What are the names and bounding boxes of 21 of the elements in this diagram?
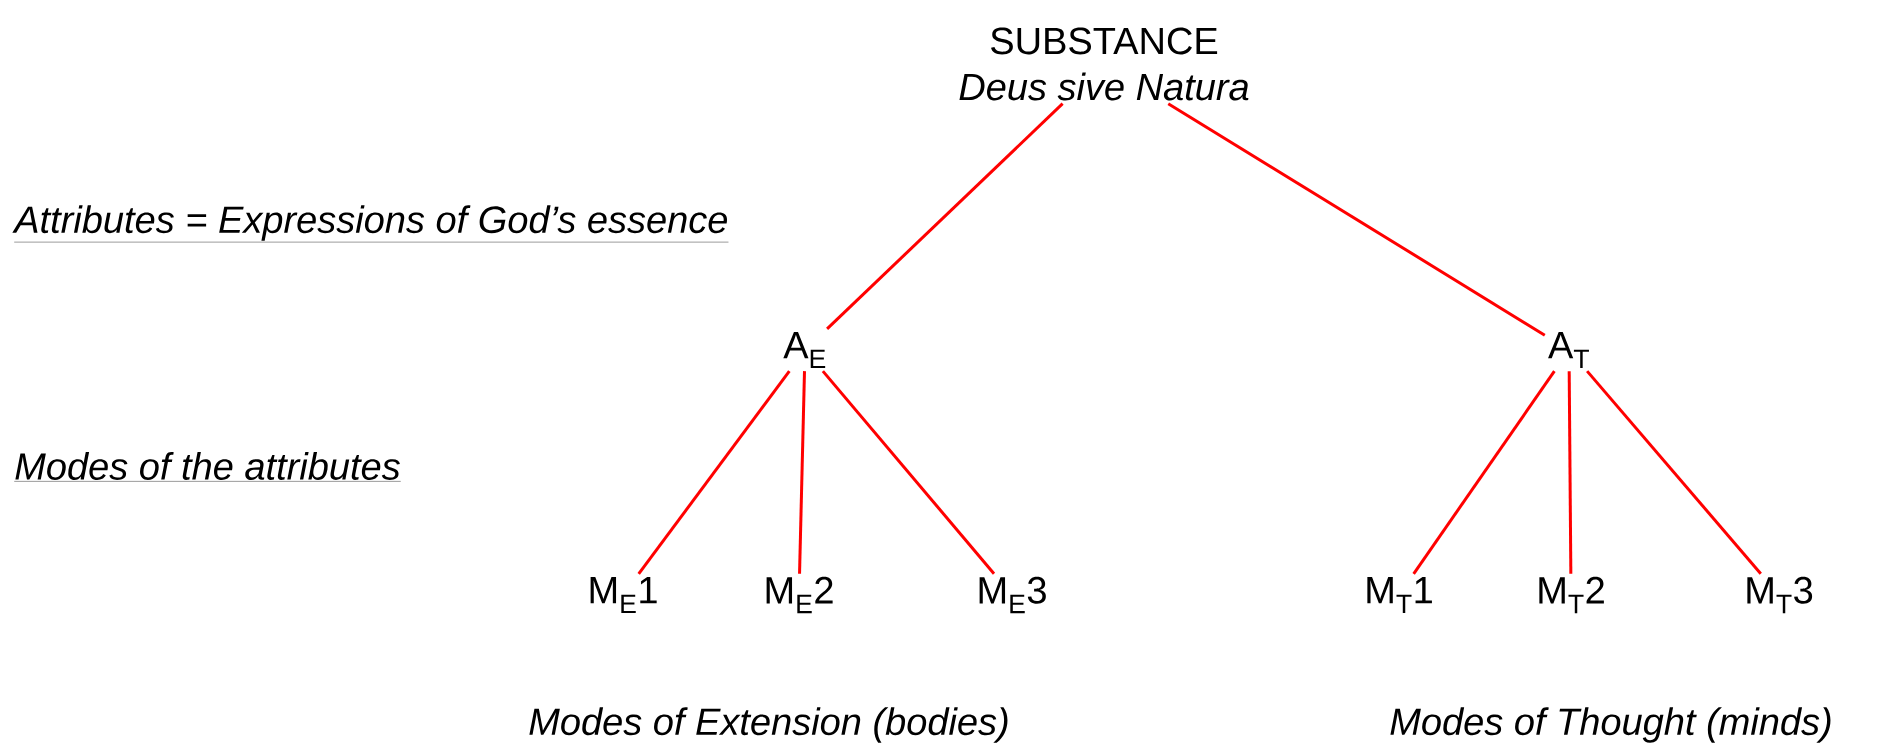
connector-line xyxy=(1567,371,1573,574)
node-label: M$_{E}$2 xyxy=(766,576,833,614)
node-label: A$_{E}$ xyxy=(783,332,826,368)
connector-line xyxy=(821,370,996,575)
heading-text: SUBSTANCE Deus sive Natura xyxy=(959,27,1249,101)
node-label: M$_{E}$1 xyxy=(590,577,657,613)
node-label: M$_{T}$2 xyxy=(1539,576,1604,614)
group-caption: Modes of Thought (minds) xyxy=(1390,707,1831,743)
node-label: M$_{T}$3 xyxy=(1747,576,1813,614)
connector-line xyxy=(637,370,791,575)
connector-line xyxy=(1167,102,1546,337)
section-heading: Modes of the attributes xyxy=(14,452,401,482)
connector-line xyxy=(798,371,806,574)
connector-line xyxy=(826,102,1064,330)
connector-line xyxy=(1412,370,1556,575)
section-heading: Attributes = Expressions of God’s essence xyxy=(12,205,729,243)
node-label: M$_{T}$1 xyxy=(1367,577,1432,613)
group-caption: Modes of Extension (bodies) xyxy=(529,707,1008,743)
node-label: A$_{T}$ xyxy=(1548,332,1589,368)
connector-line xyxy=(1586,370,1762,575)
node-label: M$_{E}$3 xyxy=(979,576,1046,614)
